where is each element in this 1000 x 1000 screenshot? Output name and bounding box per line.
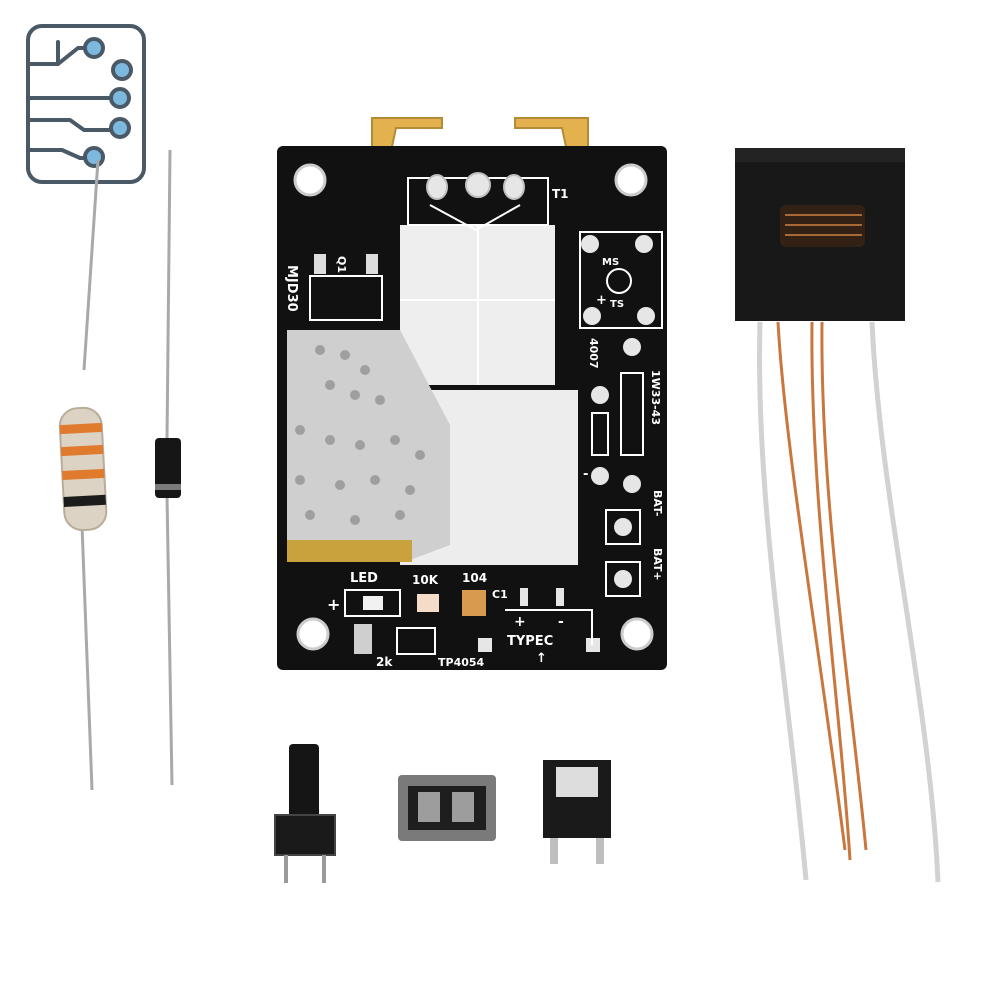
r2k-label: 2k: [376, 655, 393, 669]
diode-4007-label: 4007: [587, 338, 600, 369]
mounting-hole: [620, 617, 654, 651]
c1-label: C1: [492, 588, 508, 601]
t1-label: T1: [552, 187, 569, 201]
usb-plus-label: +: [514, 614, 526, 630]
pcb-board: [277, 146, 667, 670]
q1-label: Q1: [335, 256, 348, 273]
usb-arrow: ↑: [536, 651, 547, 666]
pcb-silkscreen: LED 10K 104 C1 + + - TYPEC ↑ 2k TP4054 T…: [284, 187, 664, 669]
mounting-hole: [614, 163, 648, 197]
ic-label: TP4054: [438, 656, 485, 669]
led-label: LED: [350, 571, 378, 586]
resistor-band-4: [63, 494, 106, 507]
resistor: [58, 159, 108, 791]
pcb-pad: [426, 174, 448, 200]
usb-minus-label: -: [558, 614, 564, 630]
pcb-pad: [465, 172, 491, 198]
diode-minus-label: -: [583, 467, 588, 482]
mjd30-label: MJD30: [284, 265, 299, 312]
zener-label: 1W33-43: [649, 370, 662, 425]
mounting-hole: [293, 163, 327, 197]
typec-label: TYPEC: [507, 634, 553, 649]
resistor-band-2: [60, 444, 104, 457]
led-plus-label: +: [327, 595, 340, 614]
switch-plus-label: +: [596, 293, 607, 308]
smd-transistor: [543, 760, 611, 864]
resistor-band-3: [62, 468, 105, 481]
resistor-band-1: [59, 422, 103, 435]
hv-transformer: [735, 148, 941, 883]
ms-label: MS: [602, 257, 619, 268]
tactile-button: [274, 744, 336, 883]
mounting-hole: [296, 617, 330, 651]
diode: [155, 149, 181, 786]
c104-label: 104: [462, 571, 487, 585]
r10k-label: 10K: [412, 573, 439, 587]
pcb-pad: [503, 174, 525, 200]
bat-plus-label: BAT+: [651, 548, 664, 581]
bat-minus-label: BAT-: [651, 490, 664, 517]
ts-label: TS: [610, 299, 624, 310]
typec-connector: [398, 775, 496, 841]
